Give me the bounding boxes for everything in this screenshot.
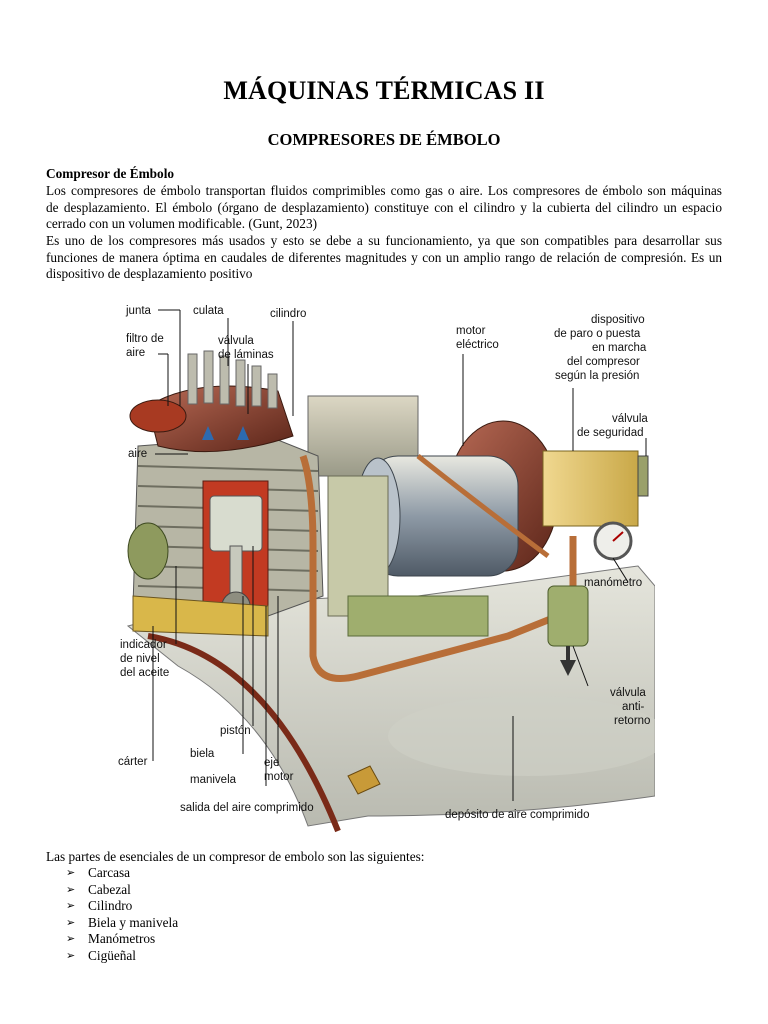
paragraph-line: dispositivo de desplazamiento positivo	[46, 266, 253, 282]
label-dispositivo-2: de paro o puesta	[554, 328, 641, 340]
label-dispositivo-5: según la presión	[555, 370, 639, 382]
page-subtitle: COMPRESORES DE ÉMBOLO	[267, 130, 501, 149]
label-seguridad-2: de seguridad	[577, 427, 644, 439]
page-title: MÁQUINAS TÉRMICAS II	[223, 76, 545, 105]
label-piston: pistón	[220, 725, 251, 737]
compressor-diagram: junta culata cilindro filtro de aire vál…	[118, 305, 655, 833]
label-salida: salida del aire comprimido	[180, 802, 314, 814]
paragraph-line: funciones de manera óptima en caudales d…	[46, 249, 722, 265]
label-cilindro: cilindro	[270, 308, 306, 320]
arrow-bullet-icon: ➢	[66, 948, 76, 962]
list-item: ➢ Biela y manivela	[66, 915, 178, 932]
label-valvula-laminas: válvula	[218, 335, 254, 347]
list-item: ➢ Carcasa	[66, 865, 178, 882]
list-item: ➢ Cabezal	[66, 882, 178, 899]
label-valvula-laminas-2: de láminas	[218, 349, 274, 361]
arrow-bullet-icon: ➢	[66, 915, 76, 929]
label-aire: aire	[128, 448, 147, 460]
paragraph-line: cerrado con un volumen modificable. (Gun…	[46, 216, 318, 232]
label-filtro-2: aire	[126, 347, 145, 359]
label-dispositivo-4: del compresor	[567, 356, 640, 368]
list-item: ➢ Cigüeñal	[66, 948, 178, 965]
section-heading: Compresor de Émbolo	[46, 166, 175, 181]
list-item-text: Cigüeñal	[88, 947, 137, 963]
paragraph-usage: Es uno de los compresores más usados y e…	[46, 233, 722, 283]
label-manivela: manivela	[190, 774, 237, 786]
paragraph-definition: Los compresores de émbolo transportan fl…	[46, 183, 722, 233]
label-junta: junta	[125, 305, 152, 317]
arrow-bullet-icon: ➢	[66, 882, 76, 896]
parts-list: ➢ Carcasa ➢ Cabezal ➢ Cilindro ➢ Biela y man…	[66, 865, 178, 965]
arrow-bullet-icon: ➢	[66, 932, 76, 946]
paragraph-line: Es uno de los compresores más usados y e…	[46, 233, 722, 248]
piston	[209, 495, 263, 552]
crankcase	[132, 595, 269, 637]
label-motor: motor	[456, 325, 486, 337]
arrow-bullet-icon: ➢	[66, 899, 76, 913]
arrow-bullet-icon: ➢	[66, 866, 76, 879]
label-biela: biela	[190, 748, 215, 760]
label-culata: culata	[193, 305, 224, 317]
paragraph-line: Los compresores de émbolo transportan fl…	[46, 183, 722, 198]
list-item-text: Cilindro	[88, 898, 133, 914]
label-eje-2: motor	[264, 771, 294, 783]
label-antirretorno: válvula	[610, 687, 646, 699]
list-item: ➢ Manómetros	[66, 931, 178, 948]
label-seguridad: válvula	[612, 413, 648, 425]
list-item-text: Cabezal	[88, 881, 131, 897]
label-manometro: manómetro	[584, 577, 642, 589]
list-intro: Las partes de esenciales de un compresor…	[46, 849, 425, 864]
label-dispositivo-3: en marcha	[592, 342, 647, 354]
paragraph-line: de desplazamiento. El émbolo (órgano de …	[46, 199, 722, 215]
pressure-switch	[542, 450, 639, 527]
diagram-labels: junta culata cilindro filtro de aire vál…	[118, 305, 650, 821]
label-antirretorno-2: anti-	[622, 701, 645, 713]
list-item-text: Manómetros	[88, 931, 156, 947]
label-filtro: filtro de	[126, 333, 164, 345]
label-indicador-2: de nivel	[120, 653, 160, 665]
label-motor-2: eléctrico	[456, 339, 499, 351]
label-indicador-3: del aceite	[120, 667, 169, 679]
label-eje: eje	[264, 757, 279, 769]
list-item-text: Carcasa	[88, 865, 131, 880]
list-item-text: Biela y manivela	[88, 914, 179, 930]
label-deposito: depósito de aire comprimido	[445, 809, 589, 821]
check-valve	[547, 585, 589, 647]
label-antirretorno-3: retorno	[614, 715, 650, 727]
outlet-pipe	[299, 454, 577, 682]
list-item: ➢ Cilindro	[66, 898, 178, 915]
label-carter: cárter	[118, 756, 148, 768]
label-indicador: indicador	[120, 639, 167, 651]
label-dispositivo: dispositivo	[591, 314, 645, 326]
